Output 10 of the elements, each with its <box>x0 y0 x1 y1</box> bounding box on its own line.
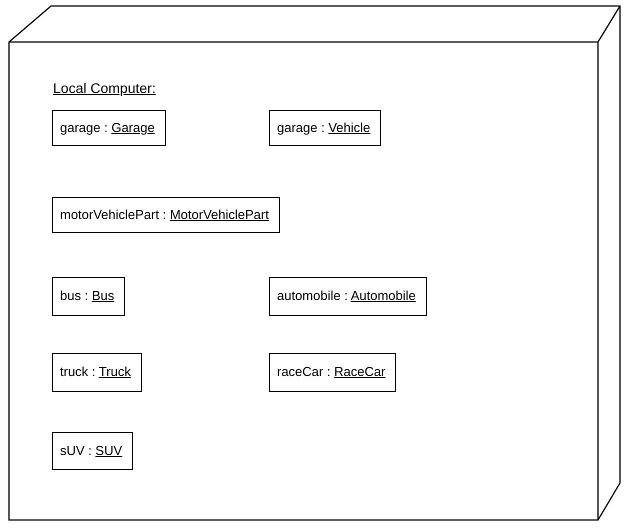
object-box: bus : Bus <box>52 277 126 316</box>
object-box: raceCar : RaceCar <box>269 353 396 392</box>
deployment-node <box>8 5 621 521</box>
object-box: automobile : Automobile <box>269 277 427 316</box>
object-box: garage : Vehicle <box>269 110 382 146</box>
object-box: garage : Garage <box>52 110 166 146</box>
object-box: truck : Truck <box>52 353 142 392</box>
node-title: Local Computer: <box>53 80 156 96</box>
object-box: sUV : SUV <box>52 432 134 470</box>
object-box: motorVehiclePart : MotorVehiclePart <box>52 197 280 233</box>
